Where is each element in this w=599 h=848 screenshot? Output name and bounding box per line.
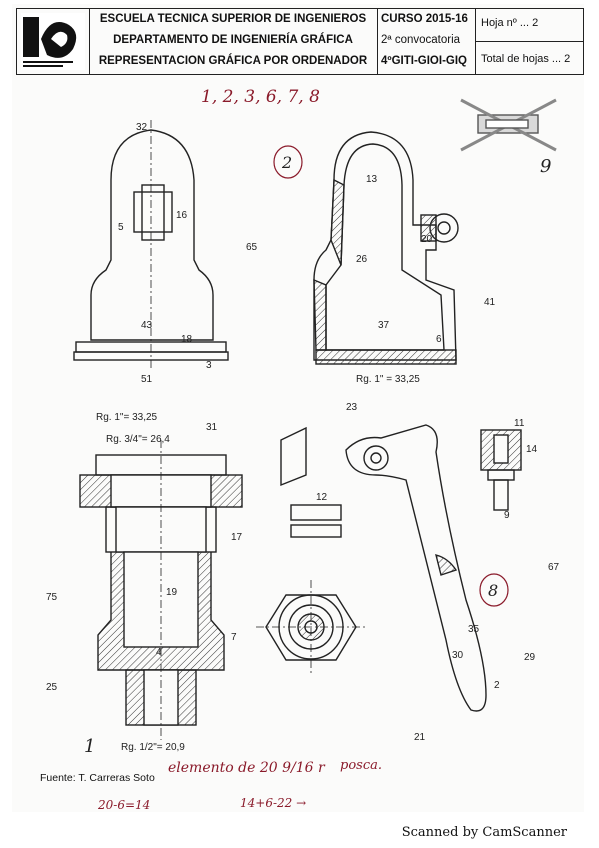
dim-3: 3 [206, 360, 212, 371]
piece-ref-9: 9 [540, 156, 551, 177]
dim-31: 31 [206, 422, 218, 433]
dim-9: 9 [504, 510, 510, 521]
degree-codes: 4ºGITI-GIOI-GIQ [381, 55, 467, 67]
technical-drawing: 32 16 5 65 43 18 51 3 13 20 26 37 41 6 R… [46, 87, 560, 757]
department-logo [17, 9, 90, 74]
total-sheets: Total de hojas ... 2 [481, 53, 571, 65]
piece-ref-2: 2 [281, 153, 292, 172]
dim-5: 5 [118, 222, 124, 233]
dim-23: 23 [346, 402, 358, 413]
dim-35: 35 [468, 624, 480, 635]
dim-18: 18 [181, 334, 193, 345]
drawing-sheet [12, 4, 584, 812]
piece-2-front-view [73, 120, 229, 370]
piece-6-fork [280, 426, 342, 538]
dim-21: 21 [414, 732, 426, 743]
piece-ref-8: 8 [488, 581, 498, 600]
scanner-watermark: Scanned by CamScanner [401, 825, 567, 840]
handwritten-piece-list: 1, 2, 3, 6, 7, 8 [201, 87, 320, 107]
dim-32: 32 [136, 122, 148, 133]
dim-20: 20 [421, 234, 433, 245]
dim-67: 67 [548, 562, 560, 573]
dim-12: 12 [316, 492, 328, 503]
dim-2: 2 [494, 680, 500, 691]
dim-6: 6 [436, 334, 442, 345]
piece-1-section [79, 440, 243, 740]
piece-9-detail [460, 98, 557, 152]
dim-75: 75 [46, 592, 58, 603]
handwritten-calc-1: 20-6=14 [98, 798, 151, 812]
piece-3-section-view [313, 131, 459, 365]
school-name: ESCUELA TECNICA SUPERIOR DE INGENIEROS [99, 13, 367, 25]
dim-29: 29 [524, 652, 536, 663]
dim-37: 37 [378, 320, 390, 331]
dim-4: 4 [156, 647, 162, 658]
course-year: CURSO 2015-16 [381, 13, 468, 25]
dim-65: 65 [246, 242, 258, 253]
dim-rg1-bottom: Rg. 1"= 33,25 [96, 412, 158, 423]
dim-13: 13 [366, 174, 378, 185]
title-block: ESCUELA TECNICA SUPERIOR DE INGENIEROS D… [16, 8, 584, 75]
dim-rg1-top: Rg. 1" = 33,25 [356, 374, 420, 385]
dim-16: 16 [176, 210, 188, 221]
handwritten-calc-2: 14+6-22 → [240, 796, 307, 810]
dim-30: 30 [452, 650, 464, 661]
exam-call: 2ª convocatoria [381, 34, 461, 46]
dim-43: 43 [141, 320, 153, 331]
sheet-number: Hoja nº ... 2 [481, 17, 539, 29]
dim-51: 51 [141, 374, 153, 385]
subject-name: REPRESENTACION GRÁFICA POR ORDENADOR [98, 55, 368, 67]
dim-11: 11 [514, 418, 525, 429]
piece-ref-1: 1 [84, 736, 95, 757]
sheet-cell: Hoja nº ... 2 Total de hojas ... 2 [475, 9, 583, 74]
piece-8-side-detail [480, 429, 522, 511]
dim-14: 14 [526, 444, 538, 455]
institution-cell: ESCUELA TECNICA SUPERIOR DE INGENIEROS D… [89, 9, 378, 74]
dim-7: 7 [231, 632, 237, 643]
dim-19: 19 [166, 587, 178, 598]
course-cell: CURSO 2015-16 2ª convocatoria 4ºGITI-GIO… [377, 9, 476, 74]
dim-rg34: Rg. 3/4"= 26,4 [106, 434, 170, 445]
logo-mark [21, 13, 85, 70]
source-credit: Fuente: T. Carreras Soto [40, 772, 155, 784]
department-name: DEPARTAMENTO DE INGENIERÍA GRÁFICA [113, 34, 353, 46]
dim-26: 26 [356, 254, 368, 265]
handwritten-note: elemento de 20 9/16 r [168, 760, 325, 776]
dim-rg12: Rg. 1/2"= 20,9 [121, 742, 185, 753]
piece-7-hex-view [256, 580, 368, 675]
dim-25: 25 [46, 682, 58, 693]
handwritten-note-2: posca. [340, 758, 382, 773]
dim-17: 17 [231, 532, 243, 543]
piece-8-lever [345, 424, 487, 712]
dim-41: 41 [484, 297, 496, 308]
